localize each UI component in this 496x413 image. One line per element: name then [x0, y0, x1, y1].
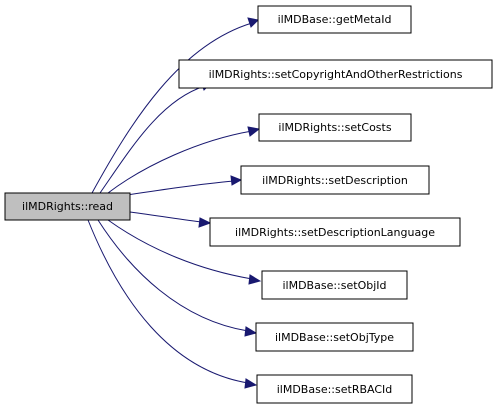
arrow-to-setDescriptionLanguage	[198, 217, 212, 228]
arrow-to-setObjId	[248, 274, 262, 285]
node-getMetaId[interactable]: ilMDBase::getMetaId	[257, 5, 412, 34]
arrow-to-getMetaId	[247, 17, 260, 28]
edge-to-setDescription	[119, 180, 235, 197]
arrow-to-setCosts	[247, 126, 261, 137]
edge-to-setObjType	[97, 219, 249, 332]
node-setObjId[interactable]: ilMDBase::setObjId	[261, 270, 408, 300]
node-getMetaId-label: ilMDBase::getMetaId	[278, 13, 392, 26]
node-setObjType[interactable]: ilMDBase::setObjType	[255, 322, 414, 352]
node-setDescription-label: ilMDRights::setDescription	[262, 174, 408, 187]
node-setCopyrightAndOtherRestrictions-label: ilMDRights::setCopyrightAndOtherRestrict…	[209, 68, 463, 81]
edge-to-setDescriptionLanguage	[129, 211, 203, 223]
node-setRBACId[interactable]: ilMDBase::setRBACId	[256, 374, 413, 404]
edge-to-setCopyrightAndOtherRestrictions	[99, 85, 206, 194]
arrow-to-setRBACId	[244, 378, 258, 389]
node-setDescriptionLanguage[interactable]: ilMDRights::setDescriptionLanguage	[209, 217, 461, 247]
node-setRBACId-label: ilMDBase::setRBACId	[277, 383, 393, 396]
node-setDescriptionLanguage-label: ilMDRights::setDescriptionLanguage	[235, 226, 435, 239]
node-root[interactable]: ilMDRights::read	[4, 192, 131, 221]
edge-to-setRBACId	[87, 219, 249, 384]
arrow-to-setDescription	[230, 175, 243, 186]
node-setCosts-label: ilMDRights::setCosts	[278, 121, 391, 134]
node-setObjId-label: ilMDBase::setObjId	[282, 279, 386, 292]
node-setObjType-label: ilMDBase::setObjType	[275, 331, 394, 344]
node-setCopyrightAndOtherRestrictions[interactable]: ilMDRights::setCopyrightAndOtherRestrict…	[178, 59, 493, 89]
node-root-label: ilMDRights::read	[22, 200, 113, 213]
edge-to-getMetaId	[91, 22, 253, 194]
arrow-to-setObjType	[244, 326, 258, 337]
node-setDescription[interactable]: ilMDRights::setDescription	[240, 165, 430, 195]
edge-to-setObjId	[107, 219, 253, 280]
node-setCosts[interactable]: ilMDRights::setCosts	[258, 113, 412, 142]
edge-to-setCosts	[107, 130, 253, 194]
